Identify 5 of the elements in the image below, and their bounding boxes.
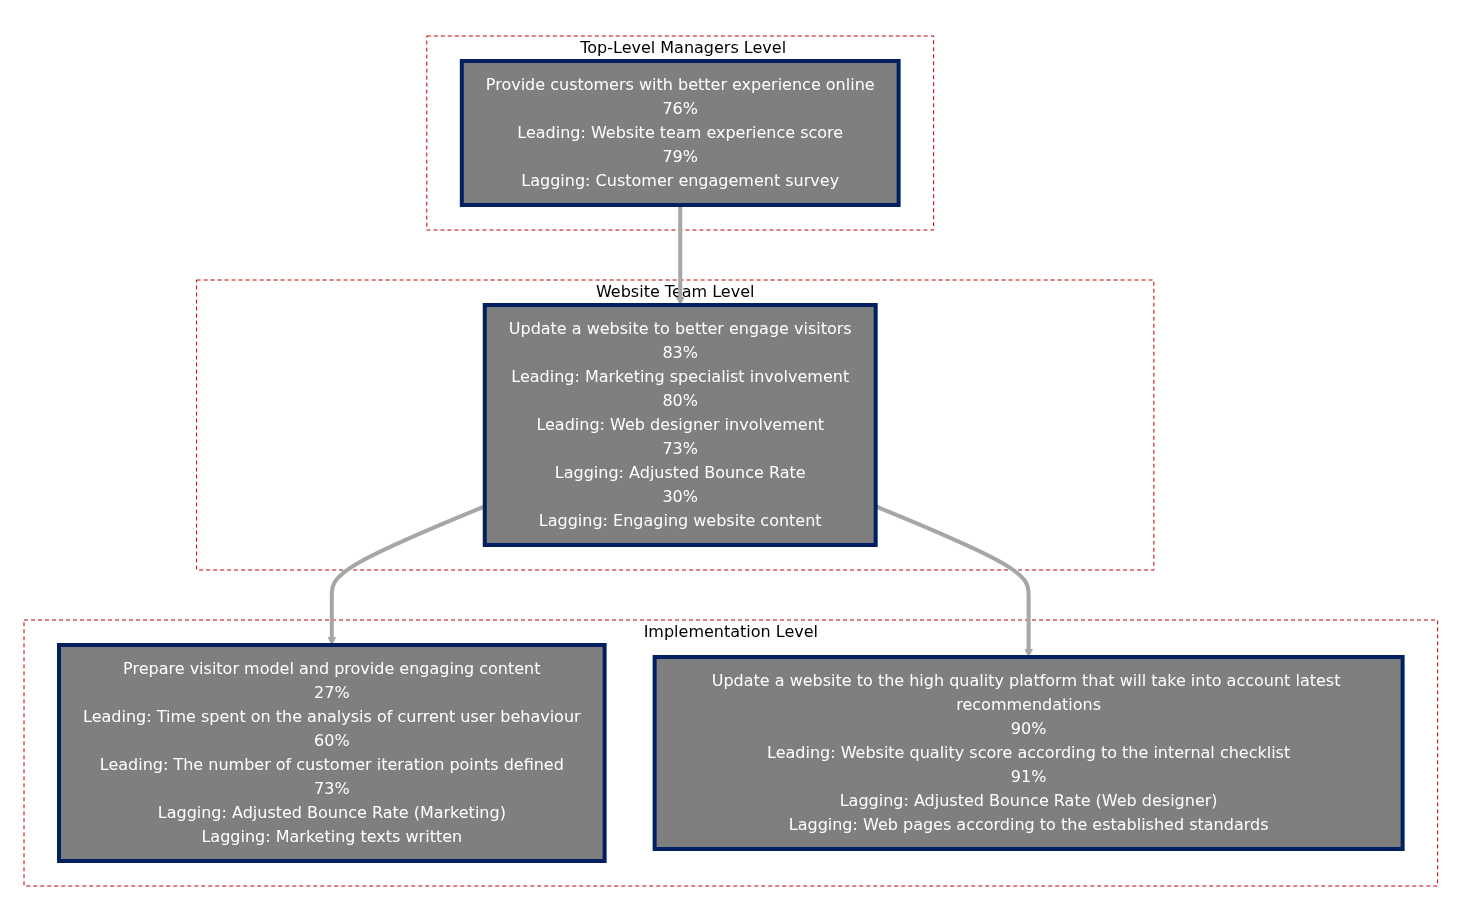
node-box: Update a website to better engage visitors 83% Leading: Marketing specialist involvement 80% Leading: Web designer involvement 73% Lagging: Adjusted Bounce Rate 30% Lagging: Engaging website content <box>482 303 878 547</box>
node-box: Provide customers with better experience online 76% Leading: Website team experience score 79% Lagging: Customer engagement survey <box>459 59 901 207</box>
arrow <box>675 205 685 306</box>
node-box: Update a website to the high quality platform that will take into account latest recommendations 90% Leading: Website quality score according to the internal checklist 91% Lagging: Adjusted Bounce Rate (Web designer) Lagging: Web pages according to the established standards <box>652 655 1405 851</box>
node-box: Prepare visitor model and provide engaging content 27% Leading: Time spent on the analysis of current user behaviour 60% Leading: The number of customer iteration points defined 73% Lagging: Adjusted Bounce Rate (Marketing) Lagging: Marketing texts written <box>56 643 607 863</box>
